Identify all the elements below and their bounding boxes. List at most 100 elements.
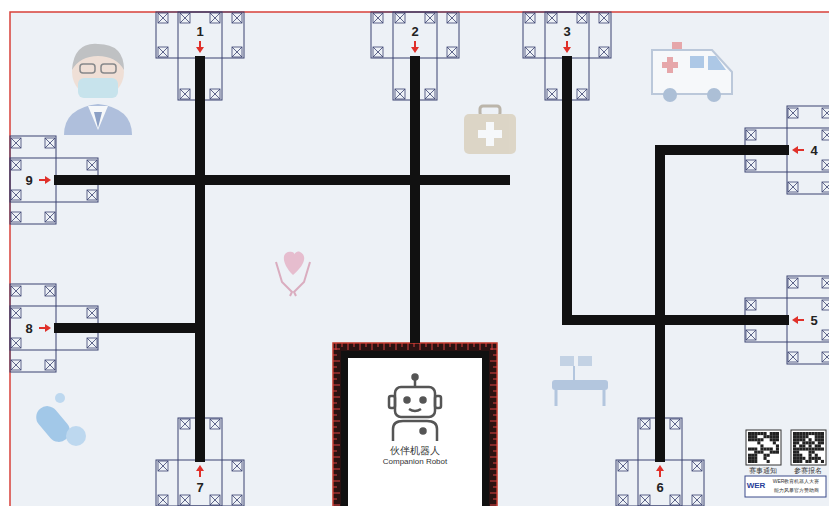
- qr-cell: [776, 435, 779, 438]
- logo-text: WER: [747, 482, 766, 490]
- qr-cell: [760, 448, 763, 451]
- qr-cell: [799, 454, 802, 457]
- ambulance-icon: [652, 42, 732, 102]
- marker-square: [11, 360, 21, 370]
- qr-cell: [821, 460, 824, 463]
- marker-cross: [577, 89, 587, 99]
- marker-cross: [232, 461, 242, 471]
- marker-cross: [618, 461, 628, 471]
- marker-cross: [45, 360, 55, 370]
- station-frame: [10, 136, 56, 224]
- marker-cross: [788, 352, 798, 362]
- ruler-tick: [333, 409, 340, 410]
- ruler-tick: [493, 403, 497, 404]
- marker-cross: [547, 89, 557, 99]
- track-line: [567, 56, 789, 320]
- qr-cell: [815, 460, 818, 463]
- qr-cell: [821, 438, 824, 441]
- arrow-head: [411, 47, 419, 53]
- qr-cell: [754, 460, 757, 463]
- marker-square: [525, 47, 535, 57]
- qr-cell: [812, 448, 815, 451]
- qr-cell: [809, 432, 812, 435]
- marker-square: [158, 47, 168, 57]
- marker-cross: [395, 13, 405, 23]
- qr-cell: [793, 460, 796, 463]
- arrow-head: [656, 465, 664, 471]
- station-frame: [371, 12, 459, 58]
- qr-cell: [799, 435, 802, 438]
- qr-cell: [818, 444, 821, 447]
- ruler-tick: [490, 409, 497, 410]
- marker-square: [822, 278, 829, 288]
- ruler-tick: [444, 343, 445, 350]
- marker-square: [11, 308, 21, 318]
- marker-cross: [210, 419, 220, 429]
- qr-cell: [760, 451, 763, 454]
- qr-cell: [815, 435, 818, 438]
- ruler-tick: [333, 415, 337, 416]
- arrow-head: [792, 146, 798, 154]
- marker-cross: [373, 47, 383, 57]
- marker-cross: [599, 47, 609, 57]
- ruler-tick: [333, 349, 340, 350]
- station-number: 1: [196, 25, 203, 38]
- medical-kit-icon: [464, 106, 516, 154]
- qr-cell: [764, 435, 767, 438]
- qr-cell: [793, 457, 796, 460]
- ruler-tick: [360, 343, 361, 350]
- marker-cross: [822, 278, 829, 288]
- marker-cross: [180, 419, 190, 429]
- ruler-tick: [420, 343, 421, 350]
- station-frame: [787, 106, 829, 194]
- qr-cell: [770, 438, 773, 441]
- ruler-tick: [480, 343, 481, 350]
- qr-cell: [796, 454, 799, 457]
- ruler-tick: [333, 493, 340, 494]
- ruler-tick: [372, 343, 373, 350]
- ruler-tick: [333, 469, 340, 470]
- marker-square: [87, 338, 97, 348]
- ruler-tick: [493, 487, 497, 488]
- qr-cell: [796, 448, 799, 451]
- ruler-tick: [490, 385, 497, 386]
- qr-cell: [818, 441, 821, 444]
- marker-square: [395, 89, 405, 99]
- qr-cell: [748, 432, 751, 435]
- qr-cell: [799, 444, 802, 447]
- qr-cell: [812, 451, 815, 454]
- ruler-tick: [333, 505, 340, 506]
- qr-cell: [773, 438, 776, 441]
- qr-cell: [799, 457, 802, 460]
- marker-square: [87, 308, 97, 318]
- direction-arrow: [566, 41, 568, 48]
- qr-cell: [809, 448, 812, 451]
- qr-cell: [796, 451, 799, 454]
- marker-square: [11, 160, 21, 170]
- ruler-tick: [493, 427, 497, 428]
- station-number: 4: [810, 144, 817, 157]
- qr-cell: [770, 448, 773, 451]
- marker-square: [822, 182, 829, 192]
- marker-square: [425, 13, 435, 23]
- arrow-head: [563, 47, 571, 53]
- ruler-tick: [493, 463, 497, 464]
- marker-cross: [425, 13, 435, 23]
- ruler-tick: [490, 349, 497, 350]
- ruler-tick: [493, 451, 497, 452]
- ruler-tick: [490, 397, 497, 398]
- ruler-tick: [333, 433, 340, 434]
- qr-cell: [773, 432, 776, 435]
- qr-cell: [805, 441, 808, 444]
- marker-square: [373, 47, 383, 57]
- marker-cross: [670, 419, 680, 429]
- marker-square: [11, 286, 21, 296]
- qr-cell: [796, 441, 799, 444]
- direction-arrow: [39, 179, 46, 181]
- marker-cross: [232, 495, 242, 505]
- marker-cross: [210, 13, 220, 23]
- qr-cell: [815, 448, 818, 451]
- marker-cross: [692, 461, 702, 471]
- qr-cell: [809, 457, 812, 460]
- qr-cell: [754, 438, 757, 441]
